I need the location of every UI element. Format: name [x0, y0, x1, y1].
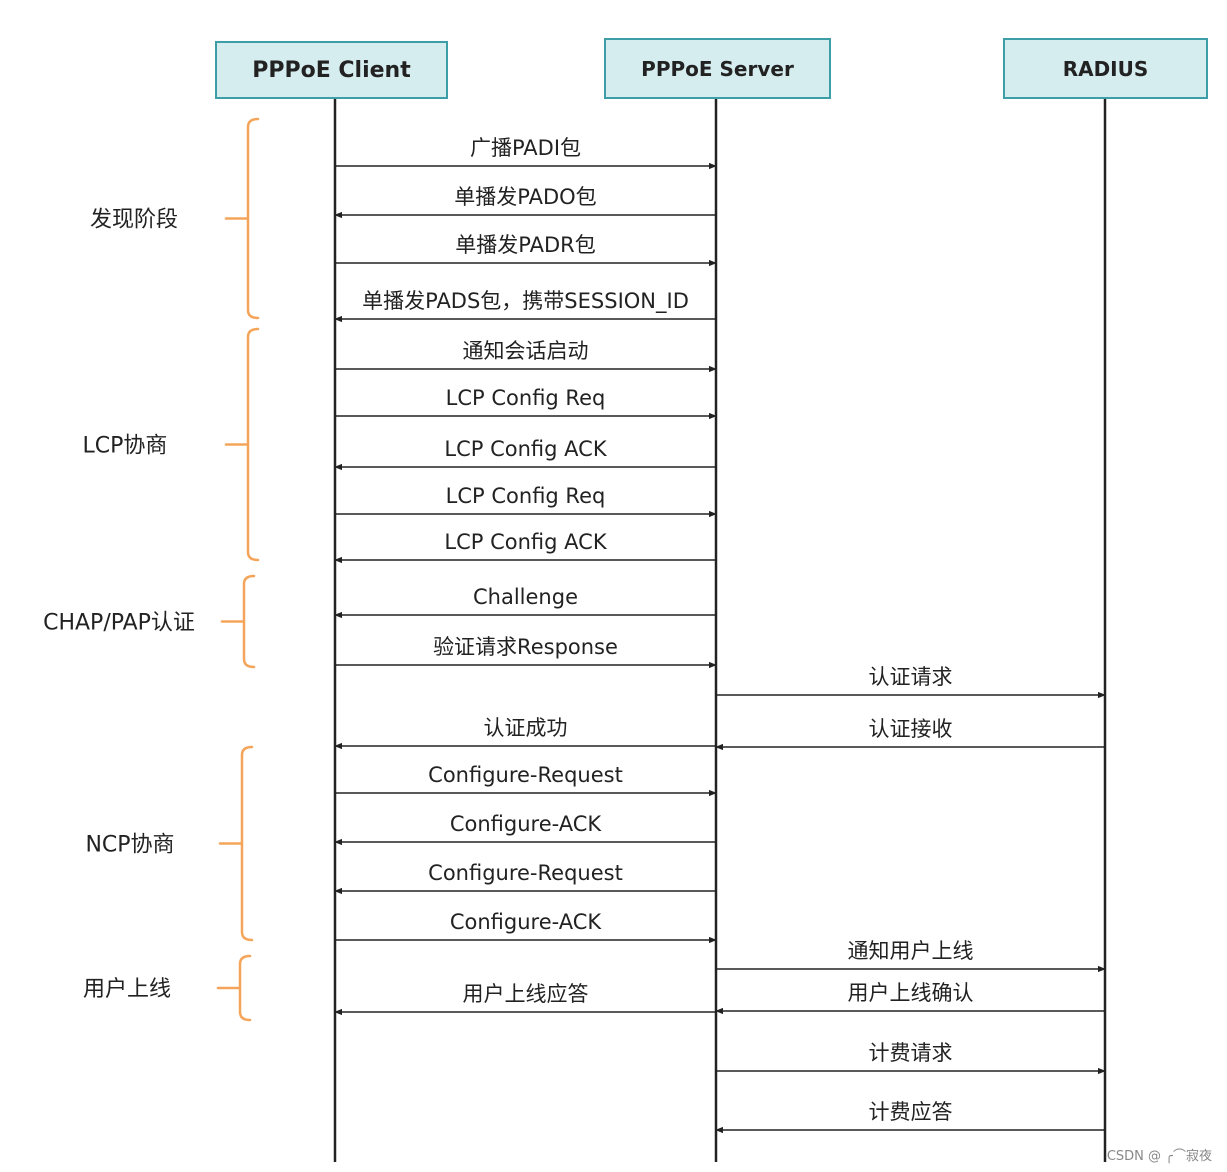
message: 广播PADI包: [335, 136, 717, 170]
message-label: Challenge: [473, 585, 578, 609]
message: 认证成功: [334, 716, 716, 750]
message-label: 单播发PADO包: [454, 185, 596, 209]
phase-label-lcp: LCP协商: [83, 434, 168, 459]
message: 认证请求: [716, 665, 1106, 699]
message: 通知会话启动: [335, 339, 717, 373]
message-label: Configure-Request: [428, 861, 623, 885]
message-label: 认证请求: [869, 665, 953, 689]
message: 计费应答: [715, 1100, 1105, 1134]
message-label: 验证请求Response: [433, 635, 618, 659]
message: 单播发PADR包: [335, 233, 717, 267]
message: LCP Config Req: [335, 386, 717, 420]
message-label: LCP Config ACK: [444, 530, 607, 554]
phase-brace-discovery: [224, 117, 260, 320]
message: 计费请求: [716, 1041, 1106, 1075]
phase-label-online: 用户上线: [83, 977, 171, 1002]
message-label: LCP Config Req: [446, 386, 606, 410]
phase-brace-lcp: [224, 327, 260, 562]
message-label: 通知会话启动: [463, 339, 589, 363]
message: 验证请求Response: [335, 635, 717, 669]
phase-label-auth: CHAP/PAP认证: [43, 611, 195, 636]
message: 用户上线应答: [334, 982, 716, 1016]
message-label: 计费应答: [869, 1100, 953, 1124]
message-label: Configure-ACK: [450, 812, 603, 836]
actor-label: PPPoE Server: [641, 56, 794, 81]
message: Configure-ACK: [335, 910, 717, 944]
phase-brace-online: [216, 954, 252, 1022]
message-label: 单播发PADR包: [455, 233, 595, 257]
message: Configure-Request: [334, 861, 716, 895]
message-label: 单播发PADS包，携带SESSION_ID: [362, 289, 689, 314]
watermark: CSDN @ ╭⌒寂夜: [1107, 1148, 1212, 1164]
actor-pppoe-server: PPPoE Server: [604, 38, 831, 99]
message: 认证接收: [715, 717, 1105, 751]
message-label: 广播PADI包: [470, 136, 581, 160]
actor-pppoe-client: PPPoE Client: [215, 41, 448, 99]
phase-brace-auth: [220, 574, 256, 669]
message: LCP Config ACK: [334, 437, 716, 471]
message: 通知用户上线: [716, 939, 1106, 973]
message-label: Configure-Request: [428, 763, 623, 787]
message-label: 认证成功: [484, 716, 568, 740]
message: LCP Config Req: [335, 484, 717, 518]
message: 用户上线确认: [715, 981, 1105, 1015]
message-label: 通知用户上线: [848, 939, 974, 963]
actor-radius: RADIUS: [1003, 38, 1208, 99]
message: 单播发PADO包: [334, 185, 716, 219]
message-label: LCP Config ACK: [444, 437, 607, 461]
phase-label-discovery: 发现阶段: [90, 208, 178, 233]
message: LCP Config ACK: [334, 530, 716, 564]
message-label: 认证接收: [869, 717, 953, 741]
message: 单播发PADS包，携带SESSION_ID: [334, 289, 716, 323]
message-label: 计费请求: [869, 1041, 953, 1065]
message-label: 用户上线应答: [463, 982, 589, 1006]
message: Configure-Request: [335, 763, 717, 797]
message-label: Configure-ACK: [450, 910, 603, 934]
message: Challenge: [334, 585, 716, 619]
phase-brace-ncp: [218, 745, 254, 942]
message-label: 用户上线确认: [848, 981, 974, 1005]
message-label: LCP Config Req: [446, 484, 606, 508]
message: Configure-ACK: [334, 812, 716, 846]
actor-label: PPPoE Client: [252, 57, 411, 83]
phase-label-ncp: NCP协商: [85, 833, 174, 858]
actor-label: RADIUS: [1062, 56, 1149, 81]
